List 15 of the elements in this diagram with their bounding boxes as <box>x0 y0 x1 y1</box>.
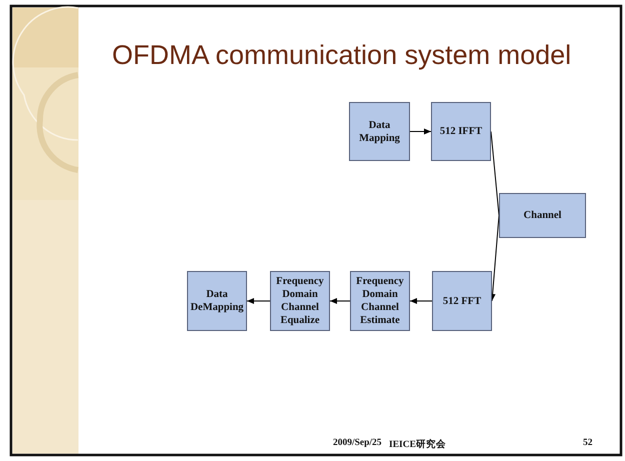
process-box: Frequency Domain Channel Equalize <box>270 271 330 331</box>
footer-date: 2009/Sep/25 <box>333 438 382 448</box>
process-box: Data Mapping <box>349 102 410 161</box>
process-box: Channel <box>499 193 586 238</box>
process-box: Frequency Domain Channel Estimate <box>350 271 410 331</box>
arrow <box>410 298 432 304</box>
process-box: 512 IFFT <box>431 102 491 161</box>
slide-title: OFDMA communication system model <box>112 40 572 71</box>
arrow <box>410 128 432 134</box>
process-box: 512 FFT <box>432 271 492 331</box>
process-box: Data DeMapping <box>187 271 247 331</box>
arrow <box>330 298 350 304</box>
arrow <box>246 298 270 304</box>
footer-text: IEICE研究会 <box>389 438 446 451</box>
page-number: 52 <box>583 438 592 448</box>
